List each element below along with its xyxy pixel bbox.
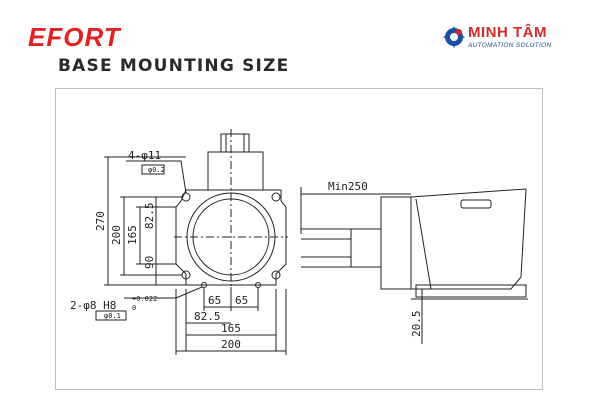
logo-name: MINH TÂM [468, 24, 547, 41]
hole-leader [126, 161, 186, 193]
dim-90: 90 [143, 256, 156, 269]
pin-leader [124, 287, 202, 298]
pin-tol-frame [96, 311, 126, 320]
vertical-dimensions [104, 157, 186, 285]
hole-tol-frame [142, 165, 164, 174]
dim-165-h: 165 [221, 322, 241, 335]
dim-165: 165 [126, 225, 139, 245]
dim-200: 200 [110, 225, 123, 245]
drawing-frame: 4-φ11 φ0.2 270 200 165 82.5 90 2-φ8 H8 +… [55, 88, 543, 390]
dim-82-5: 82.5 [143, 203, 156, 230]
dim-min-250: Min250 [328, 180, 368, 193]
dim-200-h: 200 [221, 338, 241, 351]
page-title: BASE MOUNTING SIZE [58, 56, 290, 76]
pin-callout: 2-φ8 H8 [70, 299, 116, 312]
dim-65-left: 65 [208, 294, 221, 307]
efort-brand: EFORT [28, 22, 121, 52]
hole-callout: 4-φ11 [128, 149, 161, 162]
gear-logo-icon [443, 26, 465, 48]
minh-tam-logo: MINH TÂM AUTOMATION SOLUTION [442, 22, 582, 56]
pin-pos-tolerance: φ0.1 [104, 312, 121, 320]
pin-tol-upper: +0.022 [132, 295, 157, 303]
base-top-view [174, 129, 288, 294]
dim-82-5-h: 82.5 [194, 310, 221, 323]
dim-270: 270 [94, 211, 107, 231]
dim-65-right: 65 [235, 294, 248, 307]
robot-side-view [301, 187, 528, 344]
hole-tolerance: φ0.2 [148, 166, 165, 174]
mounting-drawing: 4-φ11 φ0.2 270 200 165 82.5 90 2-φ8 H8 +… [70, 89, 544, 391]
dim-20-5: 20.5 [410, 311, 423, 338]
horizontal-dimensions [176, 287, 286, 355]
pin-tol-lower: 0 [132, 304, 136, 312]
logo-subtitle: AUTOMATION SOLUTION [468, 42, 552, 49]
